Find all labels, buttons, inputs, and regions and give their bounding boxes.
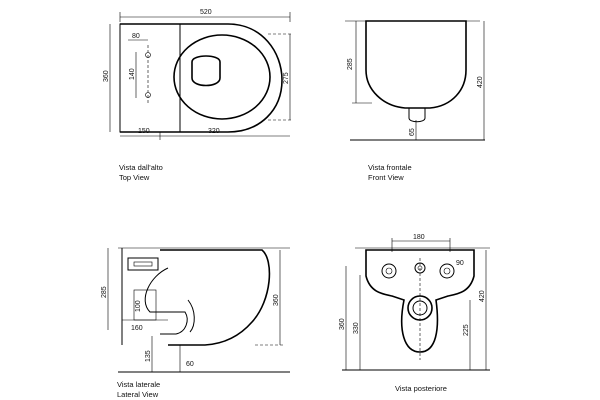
- rear-outlet: [407, 295, 433, 321]
- rear-dim-360-label: 360: [339, 318, 346, 330]
- seat-oval: [173, 34, 271, 120]
- front-view-caption-en: Front View: [368, 173, 404, 182]
- rear-dim-420-label: 420: [479, 290, 486, 302]
- lateral-dim-60-label: 60: [186, 361, 194, 368]
- rear-view: 180 90 360 330 420 225 Vista posteriore: [339, 234, 490, 393]
- rear-dim-330-label: 330: [353, 322, 360, 334]
- bowl-outline: [120, 23, 283, 133]
- bowl-opening: [191, 55, 221, 87]
- lateral-dim-160-label: 160: [131, 325, 143, 332]
- top-view: 520 80 140 360 275 150 320 Vista dall'al…: [103, 9, 292, 182]
- top-view-caption-en: Top View: [119, 173, 150, 182]
- lateral-dim-100-label: 100: [135, 300, 142, 312]
- dim-80-label: 80: [132, 33, 140, 40]
- rear-dim-90-label: 90: [456, 260, 464, 267]
- front-view-caption-it: Vista frontale: [368, 163, 412, 172]
- dim-360-label: 360: [103, 70, 110, 82]
- front-bowl-body: [365, 20, 467, 109]
- dim-275-label: 275: [283, 72, 290, 84]
- dim-140-label: 140: [129, 68, 136, 80]
- lateral-bowl-outline: [160, 249, 271, 346]
- lateral-trap: [144, 267, 188, 335]
- lateral-view: 100 160 285 360 135 60 Vista laterale La…: [101, 247, 290, 399]
- rear-body-outline: [365, 249, 475, 353]
- dim-320-label: 320: [208, 128, 220, 135]
- lateral-dim-135-label: 135: [145, 350, 152, 362]
- lateral-dim-285-label: 285: [101, 286, 108, 298]
- lateral-bracket: [127, 257, 159, 271]
- lateral-trap-inner: [187, 299, 195, 333]
- rear-view-caption-it: Vista posteriore: [395, 384, 447, 393]
- rear-dim-225-label: 225: [463, 324, 470, 336]
- dim-width-label: 520: [200, 9, 212, 16]
- dim-150-label: 150: [138, 128, 150, 135]
- front-dim-420-label: 420: [477, 76, 484, 88]
- front-dim-65-label: 65: [409, 128, 416, 136]
- top-view-caption-it: Vista dall'alto: [119, 163, 163, 172]
- front-dim-285-label: 285: [347, 58, 354, 70]
- front-outlet: [408, 108, 426, 123]
- rear-dim-180-label: 180: [413, 234, 425, 241]
- front-view: 285 420 65 Vista frontale Front View: [345, 20, 485, 182]
- rear-hole-left: [381, 263, 397, 279]
- lateral-view-caption-it: Vista laterale: [117, 380, 160, 389]
- rear-hole-right: [439, 263, 455, 279]
- lateral-dim-360-label: 360: [273, 294, 280, 306]
- lateral-view-caption-en: Lateral View: [117, 390, 159, 399]
